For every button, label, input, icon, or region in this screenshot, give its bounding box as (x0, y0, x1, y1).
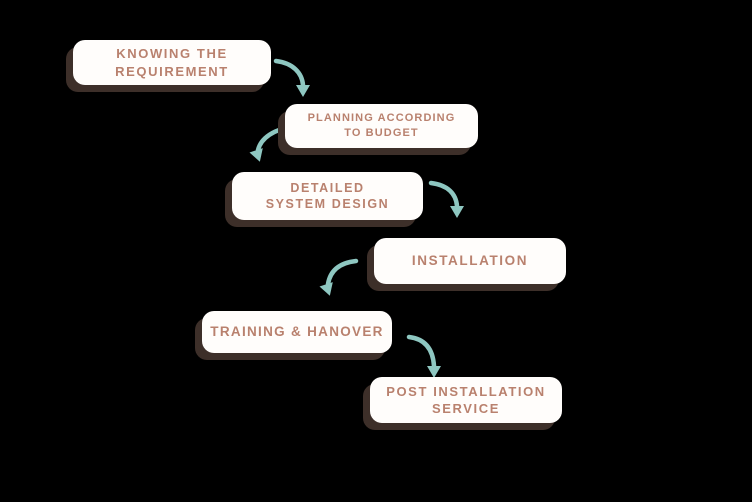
step-box-detailed-system-design: DETAILED SYSTEM DESIGN (232, 172, 423, 220)
step-box-planning-according-to-budget: PLANNING ACCORDING TO BUDGET (285, 104, 478, 148)
step-box-post-installation-service: POST INSTALLATION SERVICE (370, 377, 562, 423)
step-box-training-and-hanover: TRAINING & HANOVER (202, 311, 392, 353)
curved-arrow-down-right-icon (428, 180, 464, 218)
step-label: REQUIREMENT (115, 63, 229, 79)
step-box-knowing-the-requirement: KNOWING THE REQUIREMENT (73, 40, 271, 85)
step-label: SERVICE (431, 401, 501, 416)
step-label: TO BUDGET (344, 127, 419, 139)
curved-arrow-down-right-icon (273, 58, 310, 97)
step-label: POST INSTALLATION (386, 383, 546, 399)
step-label: SYSTEM DESIGN (265, 197, 390, 211)
step-label: INSTALLATION (411, 253, 529, 269)
step-label: TRAINING & HANOVER (210, 324, 384, 340)
step-label: DETAILED (290, 180, 365, 195)
step-label: KNOWING THE (116, 46, 228, 62)
step-box-installation: INSTALLATION (374, 238, 566, 284)
curved-arrow-down-left-icon (319, 258, 359, 296)
curved-arrow-down-right-icon (406, 334, 441, 378)
step-label: PLANNING ACCORDING (307, 112, 456, 125)
